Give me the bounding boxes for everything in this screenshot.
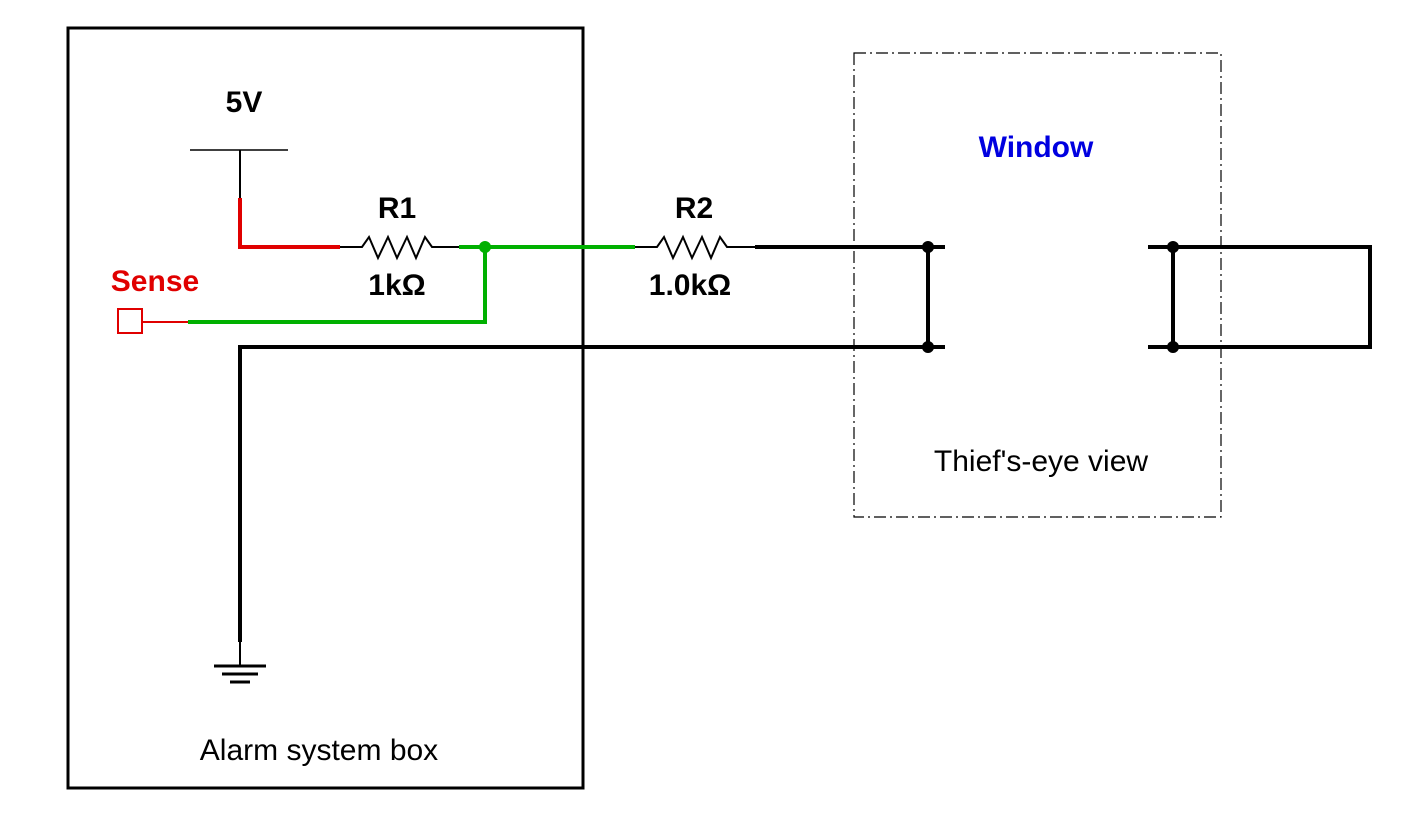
window-caption: Thief's-eye view [934,445,1148,478]
supply-label: 5V [226,86,263,119]
r2-value-label: 1.0kΩ [649,269,731,302]
window-contacts-left [922,241,934,353]
r2-name-label: R2 [675,192,713,225]
window-contacts-right [1148,241,1372,353]
supply-wire [238,198,340,249]
window-region [853,52,1222,518]
alarm-box-caption: Alarm system box [200,734,438,767]
sense-label: Sense [111,265,199,298]
window-title: Window [979,131,1094,164]
alarm-system-box [66,26,585,790]
ground-symbol [214,642,266,684]
sense-test-point [117,308,143,334]
resistor-r2 [635,234,755,261]
r1-name-label: R1 [378,192,416,225]
resistor-r1 [340,234,459,261]
r1-value-label: 1kΩ [368,269,425,302]
sense-wire [188,247,487,324]
ground-return-wire [238,345,945,642]
